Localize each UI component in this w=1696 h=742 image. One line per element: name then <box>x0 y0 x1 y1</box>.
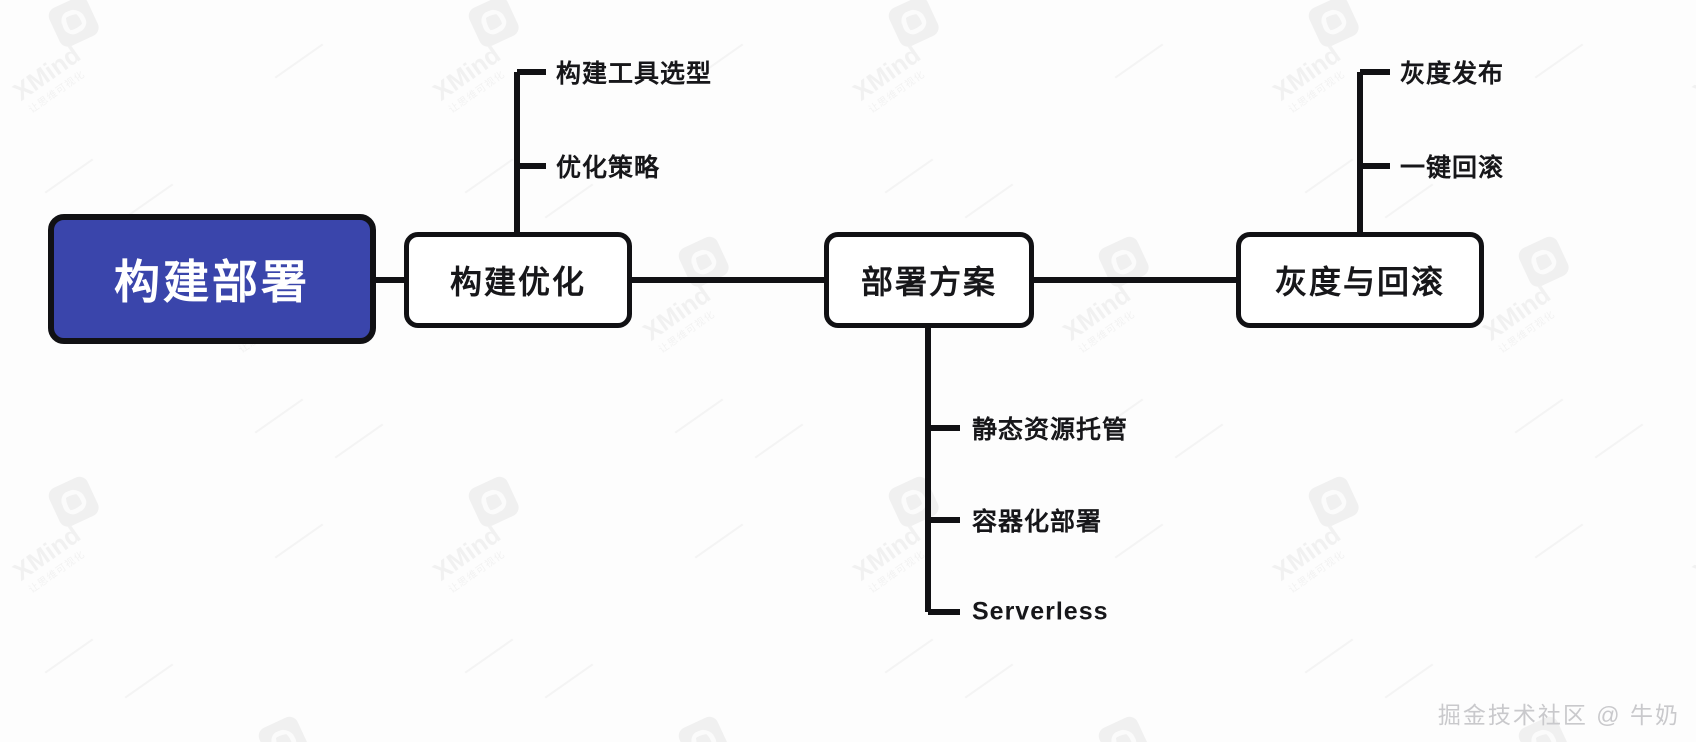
leaf-one-click-rollback[interactable]: 一键回滚 <box>1400 154 1505 182</box>
node-branch-deploy-label: 部署方案 <box>860 264 997 300</box>
node-branch-build-label: 构建优化 <box>449 264 586 300</box>
leaf-build-tool[interactable]: 构建工具选型 <box>556 60 713 88</box>
attribution-text: 掘金技术社区 @ 牛奶 <box>1437 702 1680 728</box>
node-branch-gray[interactable]: 灰度与回滚 <box>1236 232 1484 328</box>
node-branch-gray-label: 灰度与回滚 <box>1274 264 1445 300</box>
leaf-gray-release[interactable]: 灰度发布 <box>1400 60 1505 88</box>
leaf-serverless[interactable]: Serverless <box>972 597 1109 626</box>
node-branch-deploy[interactable]: 部署方案 <box>824 232 1034 328</box>
node-root-label: 构建部署 <box>114 256 310 308</box>
leaf-static-hosting[interactable]: 静态资源托管 <box>972 416 1129 444</box>
leaf-build-optimization[interactable]: 优化策略 <box>556 154 661 182</box>
node-branch-build[interactable]: 构建优化 <box>404 232 632 328</box>
leaf-container-deploy[interactable]: 容器化部署 <box>972 508 1103 536</box>
node-root[interactable]: 构建部署 <box>48 214 376 344</box>
